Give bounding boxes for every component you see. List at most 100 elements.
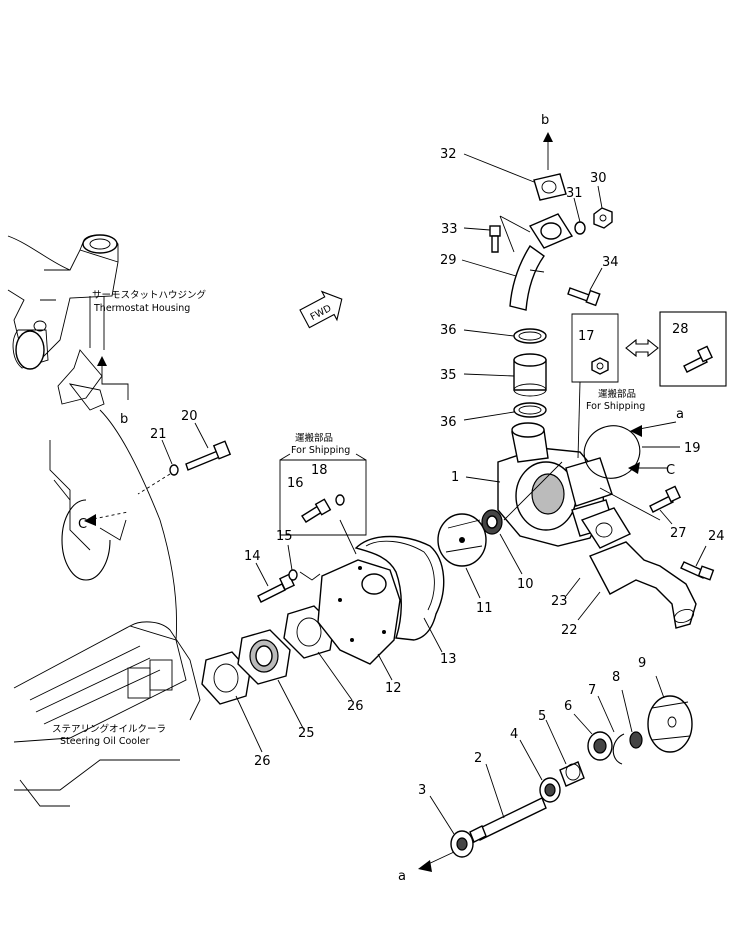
leader-14	[255, 562, 269, 587]
elbow-22	[589, 541, 697, 629]
bolt-28	[683, 345, 713, 373]
pipe-29	[509, 244, 545, 311]
bolt-27	[649, 485, 681, 513]
leader-29	[461, 259, 517, 277]
callout-32: 32	[440, 147, 457, 162]
callout-6: 6	[564, 699, 572, 714]
callout-34: 34	[602, 255, 619, 270]
callout-3: 3	[418, 783, 426, 798]
leader-8	[621, 689, 633, 733]
impeller-11	[437, 513, 487, 567]
callout-30: 30	[590, 171, 607, 186]
leader-31	[573, 197, 581, 223]
bolt-20	[185, 440, 232, 471]
callout-19: 19	[684, 441, 701, 456]
shipping-group-left	[279, 453, 367, 536]
shipping-left-en: For Shipping	[291, 445, 350, 456]
callout-36-top: 36	[440, 323, 457, 338]
bolt-16	[301, 498, 332, 523]
snap-ring-7	[612, 733, 625, 765]
callout-1: 1	[451, 470, 459, 485]
leader-30	[597, 185, 603, 209]
thermostat-label-jp: サーモスタットハウジング	[92, 289, 207, 301]
callout-29: 29	[440, 253, 457, 268]
shipping-right-en: For Shipping	[586, 401, 645, 412]
callout-16: 16	[287, 476, 304, 491]
bearing-6	[587, 731, 613, 761]
callout-9: 9	[638, 656, 646, 671]
leader-12	[377, 653, 393, 681]
gasket-26-left	[201, 651, 251, 705]
nut-30	[593, 207, 613, 229]
washer-18	[335, 494, 345, 506]
a-ref-top-arrowhead	[630, 425, 642, 437]
bolt-33-guide	[499, 215, 531, 253]
c-ref-left-arrowhead	[84, 514, 96, 526]
callout-11: 11	[476, 601, 493, 616]
leader-26-middle	[317, 651, 353, 701]
bearing-4	[539, 777, 561, 803]
ref-a-bottom: a	[398, 869, 406, 884]
bolt-33	[489, 225, 501, 253]
leader-5	[545, 719, 567, 765]
leader-22	[577, 591, 601, 621]
callout-23: 23	[551, 594, 568, 609]
pipe-flange-top	[528, 213, 574, 249]
leader-4	[519, 739, 543, 781]
shaft-2	[469, 797, 547, 843]
thermostat-label-en: Thermostat Housing	[93, 303, 190, 314]
shipping-right-jp: 運搬部品	[598, 388, 636, 400]
gasket-32	[533, 173, 567, 201]
leader-21	[161, 439, 173, 465]
gasket-13	[354, 535, 445, 641]
spacer-5	[559, 761, 585, 787]
leader-36-bottom	[463, 411, 515, 421]
callout-26-left: 26	[254, 754, 271, 769]
leader-7	[597, 695, 615, 733]
seal-3	[450, 830, 474, 858]
callout-31: 31	[566, 186, 583, 201]
leader-34	[589, 267, 603, 291]
nut-17	[591, 357, 609, 375]
gear-9	[647, 695, 693, 753]
cover-12	[317, 559, 401, 665]
callout-36-bottom: 36	[440, 415, 457, 430]
bolt-34	[567, 287, 601, 307]
c-ref-right-arrowhead	[628, 462, 640, 474]
b-ref-leader	[101, 366, 129, 400]
leader-26-left	[235, 695, 263, 753]
gasket-23	[580, 507, 632, 549]
leader-23	[565, 577, 581, 597]
callout-10: 10	[517, 577, 534, 592]
callout-25: 25	[298, 726, 315, 741]
leader-36-top	[463, 329, 515, 337]
washer-15	[288, 569, 298, 581]
engine-block-outline	[49, 409, 178, 641]
callout-13: 13	[440, 652, 457, 667]
leader-18-to-cover	[339, 519, 357, 555]
leader-6	[573, 713, 593, 735]
leader-35	[463, 373, 515, 377]
ring-36-top	[513, 328, 547, 344]
callout-27: 27	[670, 526, 687, 541]
callout-5: 5	[538, 709, 546, 724]
gasket-25	[237, 629, 291, 685]
leader-24	[695, 545, 707, 567]
fwd-arrow-badge: FWD	[299, 290, 343, 329]
shipping-group-right	[571, 311, 727, 459]
steering-label-jp: ステアリングオイルクーラ	[52, 723, 166, 735]
bolt-14	[257, 573, 295, 603]
leader-15	[287, 544, 293, 571]
ring-36-bottom	[513, 402, 547, 418]
callout-12: 12	[385, 681, 402, 696]
callout-24: 24	[708, 529, 725, 544]
callout-15: 15	[276, 529, 293, 544]
steering-label-en: Steering Oil Cooler	[60, 736, 150, 747]
leader-9	[655, 675, 665, 699]
callout-14: 14	[244, 549, 261, 564]
callout-labels: 1 2 3 4 5 6 7 8 9 10 11 12 13 14 15 16 1…	[150, 147, 725, 798]
leader-25	[277, 679, 305, 731]
leader-15-to-cover	[299, 571, 321, 581]
o-ring-31	[574, 221, 586, 235]
